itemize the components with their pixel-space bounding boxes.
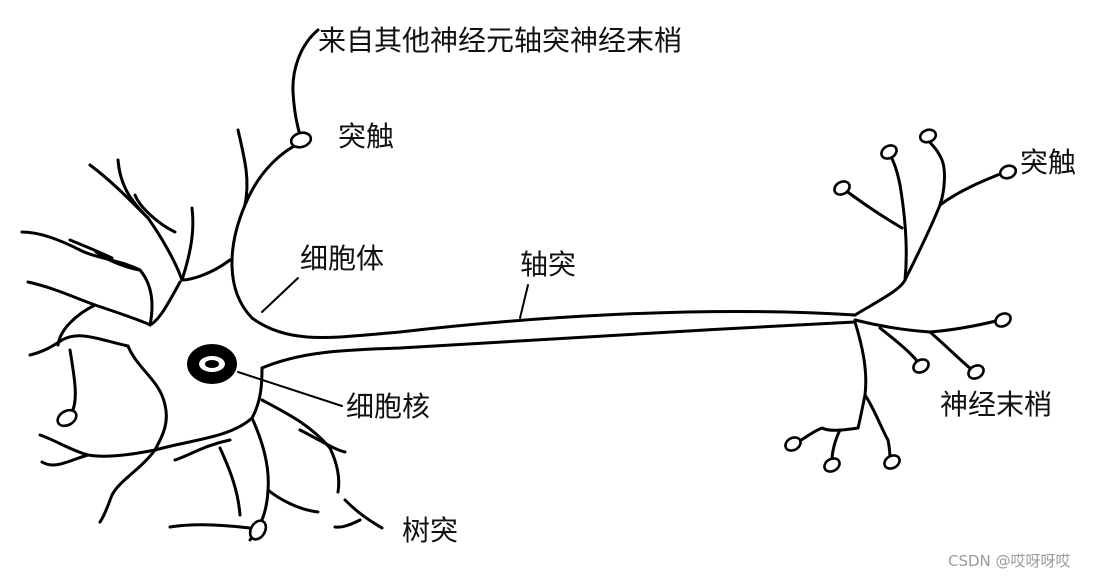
- label-nucleus: 细胞核: [346, 390, 430, 423]
- label-nerve-terminal: 神经末梢: [940, 388, 1052, 421]
- incoming-axon-terminal: [289, 28, 320, 149]
- axon-terminals: [784, 128, 1018, 473]
- watermark: CSDN @哎呀呀哎: [948, 552, 1071, 570]
- label-dendrite: 树突: [402, 514, 458, 547]
- label-synapse-top: 突触: [338, 120, 394, 153]
- label-from-other-neuron: 来自其他神经元轴突神经末梢: [318, 24, 682, 57]
- label-axon: 轴突: [520, 248, 576, 281]
- dendrite-knob-left: [56, 408, 78, 428]
- nucleus-shape: [187, 344, 237, 384]
- soma-and-dendrites: [20, 128, 384, 542]
- label-cell-body: 细胞体: [300, 242, 384, 275]
- label-synapse-right: 突触: [1020, 146, 1076, 179]
- axon-shape: [250, 309, 857, 370]
- dendrite-knob-bottom: [248, 519, 268, 541]
- leader-lines: [237, 277, 529, 407]
